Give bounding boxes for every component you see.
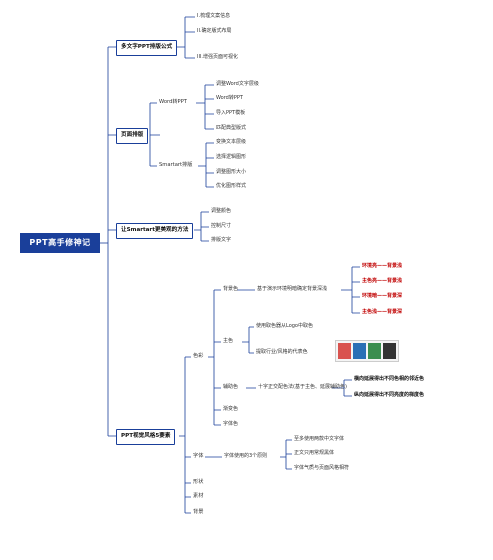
- word-item-4: 匹配典型版式: [216, 125, 247, 131]
- aux-desc: 十字正交配色法(基于主色、延展辅助色): [258, 384, 347, 390]
- multi-text-item-2: II.确定版式布局: [197, 28, 232, 34]
- smartart-item-1: 变换文本层级: [216, 139, 247, 145]
- color-main[interactable]: 主色: [223, 338, 234, 344]
- style-font[interactable]: 字体: [193, 453, 204, 459]
- word-item-2: Word转PPT: [216, 95, 243, 101]
- style-background[interactable]: 背景: [193, 509, 204, 515]
- background-pair-1: 环境亮——背景浅: [362, 263, 403, 269]
- background-pair-4: 主色浅——背景深: [362, 309, 403, 315]
- beauty-item-3: 排版文字: [211, 237, 232, 243]
- root-node[interactable]: PPT高手修神记: [20, 233, 100, 253]
- smartart-item-3: 调整图形大小: [216, 169, 247, 175]
- multi-text-item-3: III.增强页面可视化: [197, 54, 239, 60]
- main-item-2: 提取行业/风格的代表色: [256, 349, 308, 355]
- aux-item-1: 横向延展得出不同色相的邻近色: [354, 376, 425, 382]
- font-item-1: 至多使用两款中文字体: [294, 436, 345, 442]
- style-color[interactable]: 色彩: [193, 353, 204, 359]
- background-pair-3: 环境暗——背景深: [362, 293, 403, 299]
- branch-smartart-beauty[interactable]: 让Smartart更美观的方法: [116, 223, 194, 239]
- beauty-item-2: 控制尺寸: [211, 223, 232, 229]
- font-desc: 字体使用的3个原则: [224, 453, 268, 459]
- color-background[interactable]: 背景色: [223, 286, 239, 292]
- color-glyph[interactable]: 字体色: [223, 421, 239, 427]
- smartart-item-4: 优化图形样式: [216, 183, 247, 189]
- style-material[interactable]: 素材: [193, 493, 204, 499]
- background-pair-2: 主色亮——背景浅: [362, 278, 403, 284]
- branch-layout[interactable]: 页面排版: [116, 128, 149, 144]
- main-item-1: 使用取色器从Logo中取色: [256, 323, 313, 329]
- beauty-item-1: 调整颜色: [211, 208, 232, 214]
- word-item-3: 导入PPT模板: [216, 110, 246, 116]
- font-item-2: 正文只用常规黑体: [294, 450, 335, 456]
- color-aux[interactable]: 辅助色: [223, 384, 239, 390]
- aux-item-2: 纵向延展得出不同亮度的梯度色: [354, 392, 425, 398]
- smartart-item-2: 选择逻辑图形: [216, 154, 247, 160]
- branch-multi-text[interactable]: 多文字PPT排版公式: [116, 40, 178, 56]
- font-item-3: 字体气质与页面风格相符: [294, 465, 350, 471]
- branch-style[interactable]: PPT视觉风格5要素: [116, 429, 176, 445]
- style-shape[interactable]: 形状: [193, 479, 204, 485]
- color-gradient[interactable]: 渐变色: [223, 406, 239, 412]
- multi-text-item-1: I.梳理文案信息: [197, 13, 231, 19]
- word-item-1: 调整Word文字层级: [216, 81, 259, 87]
- background-desc: 基于演示环境明暗确定背景深浅: [257, 286, 328, 292]
- layout-smartart[interactable]: Smartart排版: [159, 162, 193, 168]
- layout-word[interactable]: Word转PPT: [159, 99, 187, 105]
- palette-thumbnail-image: [335, 340, 399, 362]
